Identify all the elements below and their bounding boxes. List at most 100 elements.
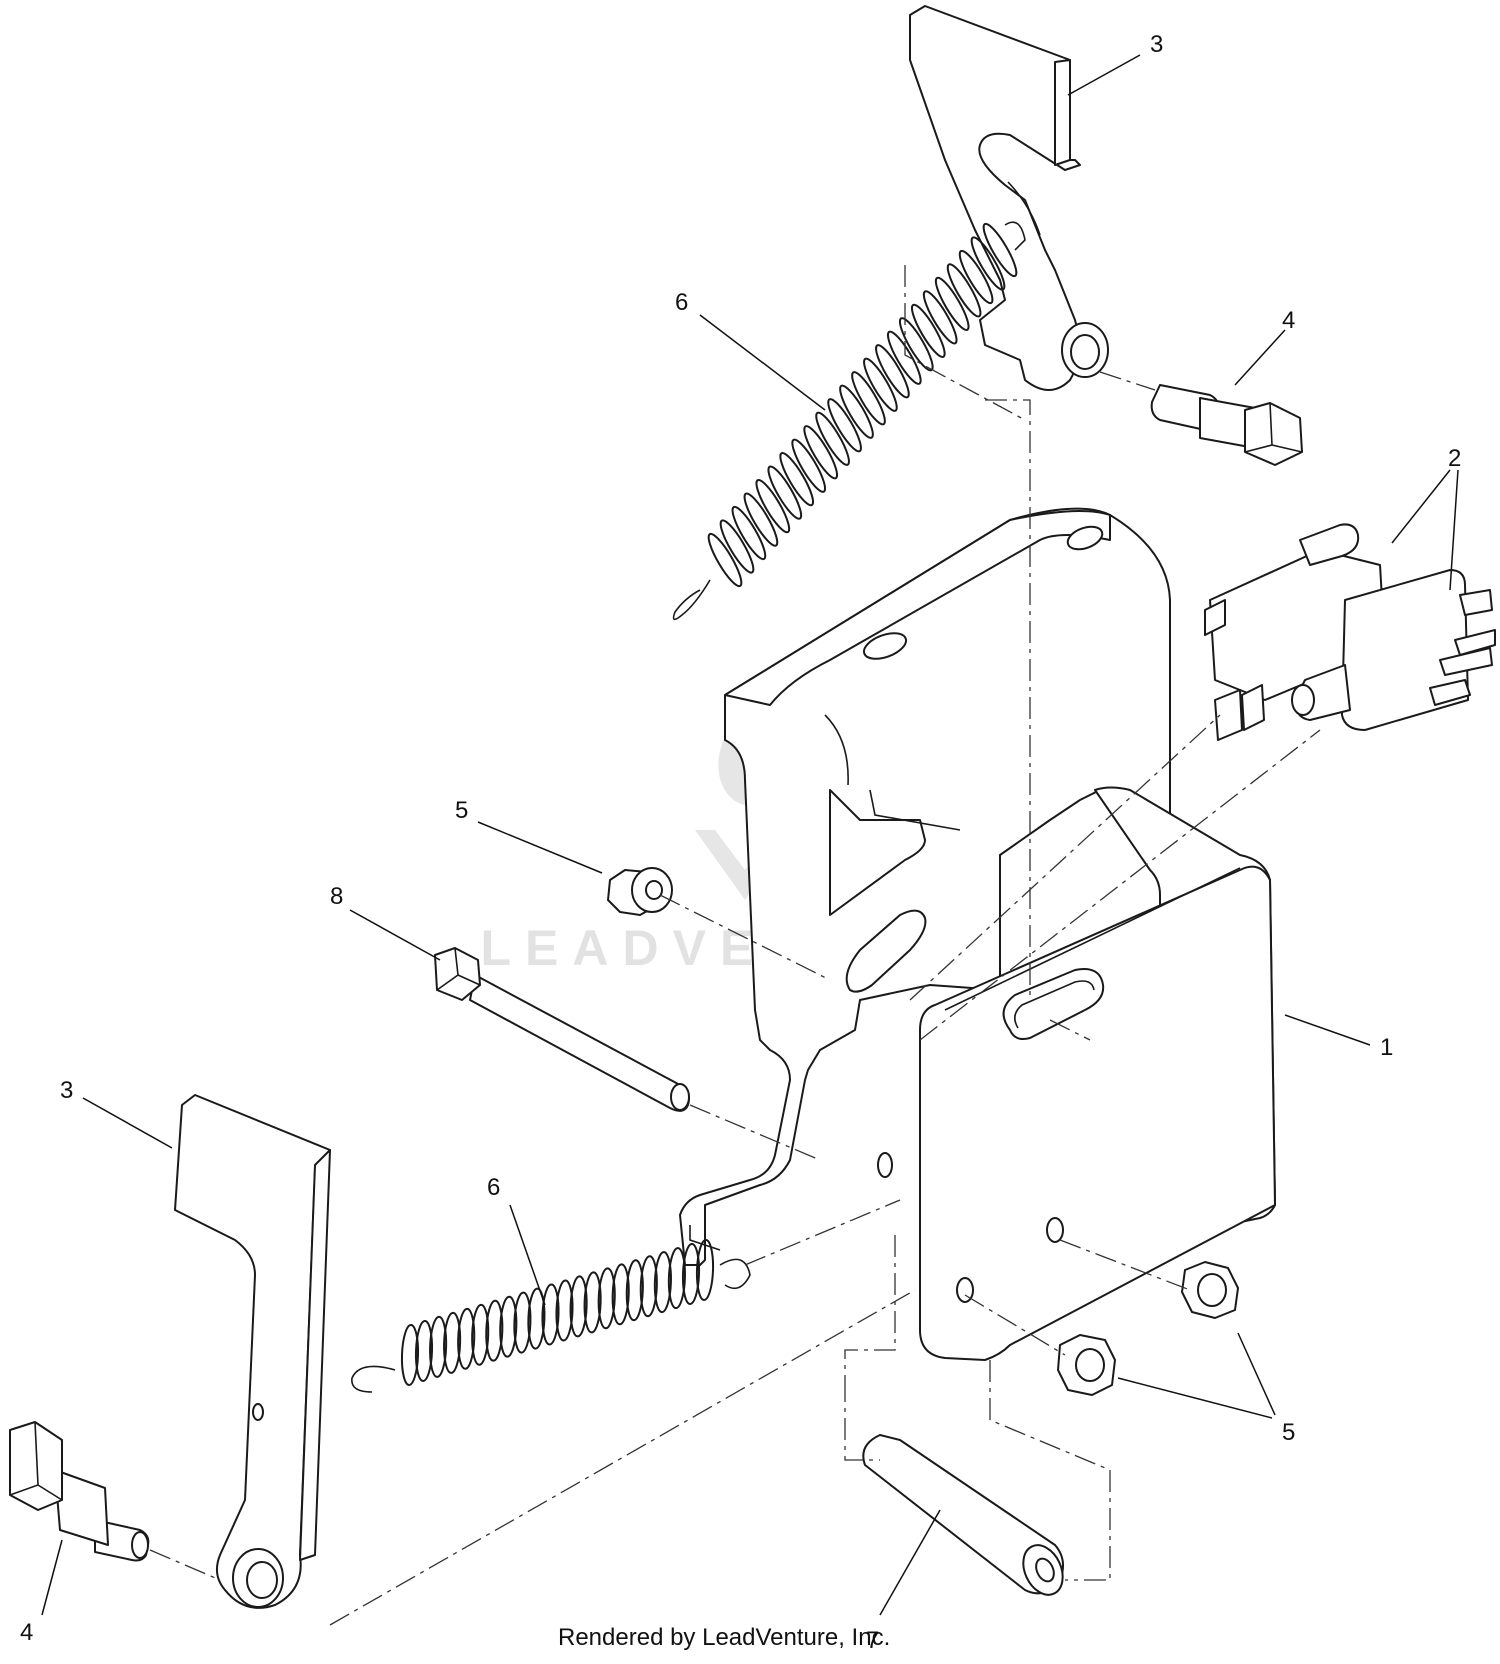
part-6-spring-bottom xyxy=(351,1225,751,1393)
pedal-top-body xyxy=(909,5,1081,391)
spring-bottom-coil-16 xyxy=(611,1263,630,1326)
assembly-line-12 xyxy=(1049,1019,1091,1041)
bolt-bottom-shank xyxy=(54,1469,109,1546)
spring-top-coil-10 xyxy=(875,344,910,399)
spring-bottom-coil-5 xyxy=(457,1307,476,1370)
leader-4-bottom xyxy=(41,1539,63,1616)
nut-lower-right-face xyxy=(1197,1273,1227,1307)
leader-6-bottom xyxy=(509,1204,546,1306)
spring-top-coil-3 xyxy=(958,249,994,305)
spring-top-coil-21 xyxy=(743,492,779,547)
assembly-line-15 xyxy=(844,1380,880,1461)
spring-bottom-coil-13 xyxy=(569,1275,588,1338)
spring-bottom-coil-17 xyxy=(625,1259,644,1322)
callout-7: 7 xyxy=(866,1627,879,1654)
bolt-long-shank xyxy=(469,974,690,1112)
assembly-line-3 xyxy=(1099,371,1156,391)
assembly-line-9 xyxy=(744,1199,901,1266)
callout-1: 1 xyxy=(1380,1034,1393,1061)
leader-3-top xyxy=(1067,54,1141,96)
pedal-top-slot xyxy=(1007,181,1041,236)
spring-bottom-coil-6 xyxy=(471,1303,490,1366)
part-6-spring-top xyxy=(672,221,1026,621)
spring-bottom-hook-right xyxy=(719,1258,751,1290)
callout-3-top: 3 xyxy=(1150,31,1163,58)
pedal-top-edge xyxy=(1054,59,1071,166)
spring-top-coil-8 xyxy=(898,317,934,372)
pedal-bottom-hole xyxy=(252,1403,264,1421)
assembly-line-6 xyxy=(909,714,1221,1001)
spring-bottom-hook-left xyxy=(351,1365,396,1393)
spring-bottom-coil-19 xyxy=(653,1251,672,1314)
leader-5-lower-b xyxy=(1237,1332,1276,1416)
part-7-spacer xyxy=(862,1434,1065,1596)
spring-top-coil-4 xyxy=(946,263,982,318)
bolt-bottom-head-facets xyxy=(9,1421,63,1501)
bracket-back-plate xyxy=(679,507,1171,1266)
spring-top-coil-2 xyxy=(970,236,1006,291)
spring-bottom-coil-20 xyxy=(667,1247,686,1310)
spring-bottom-coil-18 xyxy=(639,1255,658,1318)
assembly-line-7 xyxy=(919,729,1321,1041)
spring-top-coil-24 xyxy=(707,532,743,588)
bracket-slot-mid xyxy=(845,909,927,993)
leader-5-upper xyxy=(477,821,603,874)
callout-8: 8 xyxy=(330,883,343,910)
assembly-line-2 xyxy=(985,399,1031,1000)
spring-top-coil-19 xyxy=(767,465,803,520)
spring-top-coil-15 xyxy=(815,411,850,466)
spring-bottom-coil-8 xyxy=(499,1295,518,1358)
callout-5-upper: 5 xyxy=(455,797,468,824)
spring-top-coil-13 xyxy=(839,384,874,439)
assembly-line-4 xyxy=(659,894,831,981)
leader-4-top xyxy=(1234,329,1286,386)
callouts: 1 2 3 3 4 4 5 5 6 6 7 8 xyxy=(20,31,1461,1654)
part-5-nuts-lower xyxy=(1057,1261,1239,1396)
spring-bottom-coil-15 xyxy=(597,1267,616,1330)
leader-6-top xyxy=(699,314,826,411)
spring-top-coil-18 xyxy=(779,451,815,507)
bracket-bend-line xyxy=(824,714,849,786)
spring-bottom-coil-22 xyxy=(695,1239,715,1301)
bracket-front-edge xyxy=(944,867,1241,1011)
spacer-bore xyxy=(1035,1557,1055,1583)
credit-text: Rendered by LeadVenture, Inc. xyxy=(558,1624,890,1651)
bracket-hole-upper xyxy=(862,632,908,660)
spring-bottom-coil-21 xyxy=(681,1243,701,1305)
leader-5-lower-a xyxy=(1117,1377,1273,1419)
nut-upper-bore xyxy=(645,880,663,900)
part-1-bracket xyxy=(679,507,1276,1361)
spring-bottom-coil-7 xyxy=(485,1299,504,1362)
part-3-pedal-bottom xyxy=(174,1094,331,1609)
spring-top-coil-16 xyxy=(803,425,839,480)
callout-2: 2 xyxy=(1448,445,1461,472)
bracket-slot-top xyxy=(1066,525,1104,551)
assembly-line-8 xyxy=(329,1289,916,1626)
pedal-top-bore xyxy=(1070,334,1100,370)
spring-top-coil-12 xyxy=(851,371,886,426)
callout-4-bottom: 4 xyxy=(20,1619,33,1646)
bracket-slot-front xyxy=(1002,968,1105,1040)
spring-top-coil-17 xyxy=(791,438,827,493)
assembly-line-16 xyxy=(989,1360,1111,1581)
spring-top-coil-23 xyxy=(719,519,755,574)
bolt-top-head-facets xyxy=(1244,402,1303,453)
pedal-bottom-body xyxy=(174,1094,331,1609)
spring-top-coil-11 xyxy=(863,357,898,412)
spring-bottom-coil-9 xyxy=(513,1291,532,1354)
part-4-bolt-top xyxy=(1150,384,1303,466)
part-4-bolt-bottom xyxy=(9,1421,150,1562)
spring-top-coil-14 xyxy=(827,398,862,453)
assembly-line-14 xyxy=(844,1235,896,1380)
spring-bottom-coil-3 xyxy=(429,1315,448,1378)
bolt-bottom-tip xyxy=(131,1531,149,1559)
switch-plunger-tip xyxy=(1291,684,1315,716)
part-3-pedal-top xyxy=(909,5,1109,391)
spring-bottom-coil-1 xyxy=(400,1324,420,1386)
bracket-hole-1 xyxy=(1046,1217,1064,1243)
bracket-hole-3 xyxy=(877,1152,893,1178)
leader-1 xyxy=(1284,1014,1371,1046)
spring-bottom-coil-10 xyxy=(527,1287,546,1350)
assembly-line-10 xyxy=(1059,1239,1191,1291)
